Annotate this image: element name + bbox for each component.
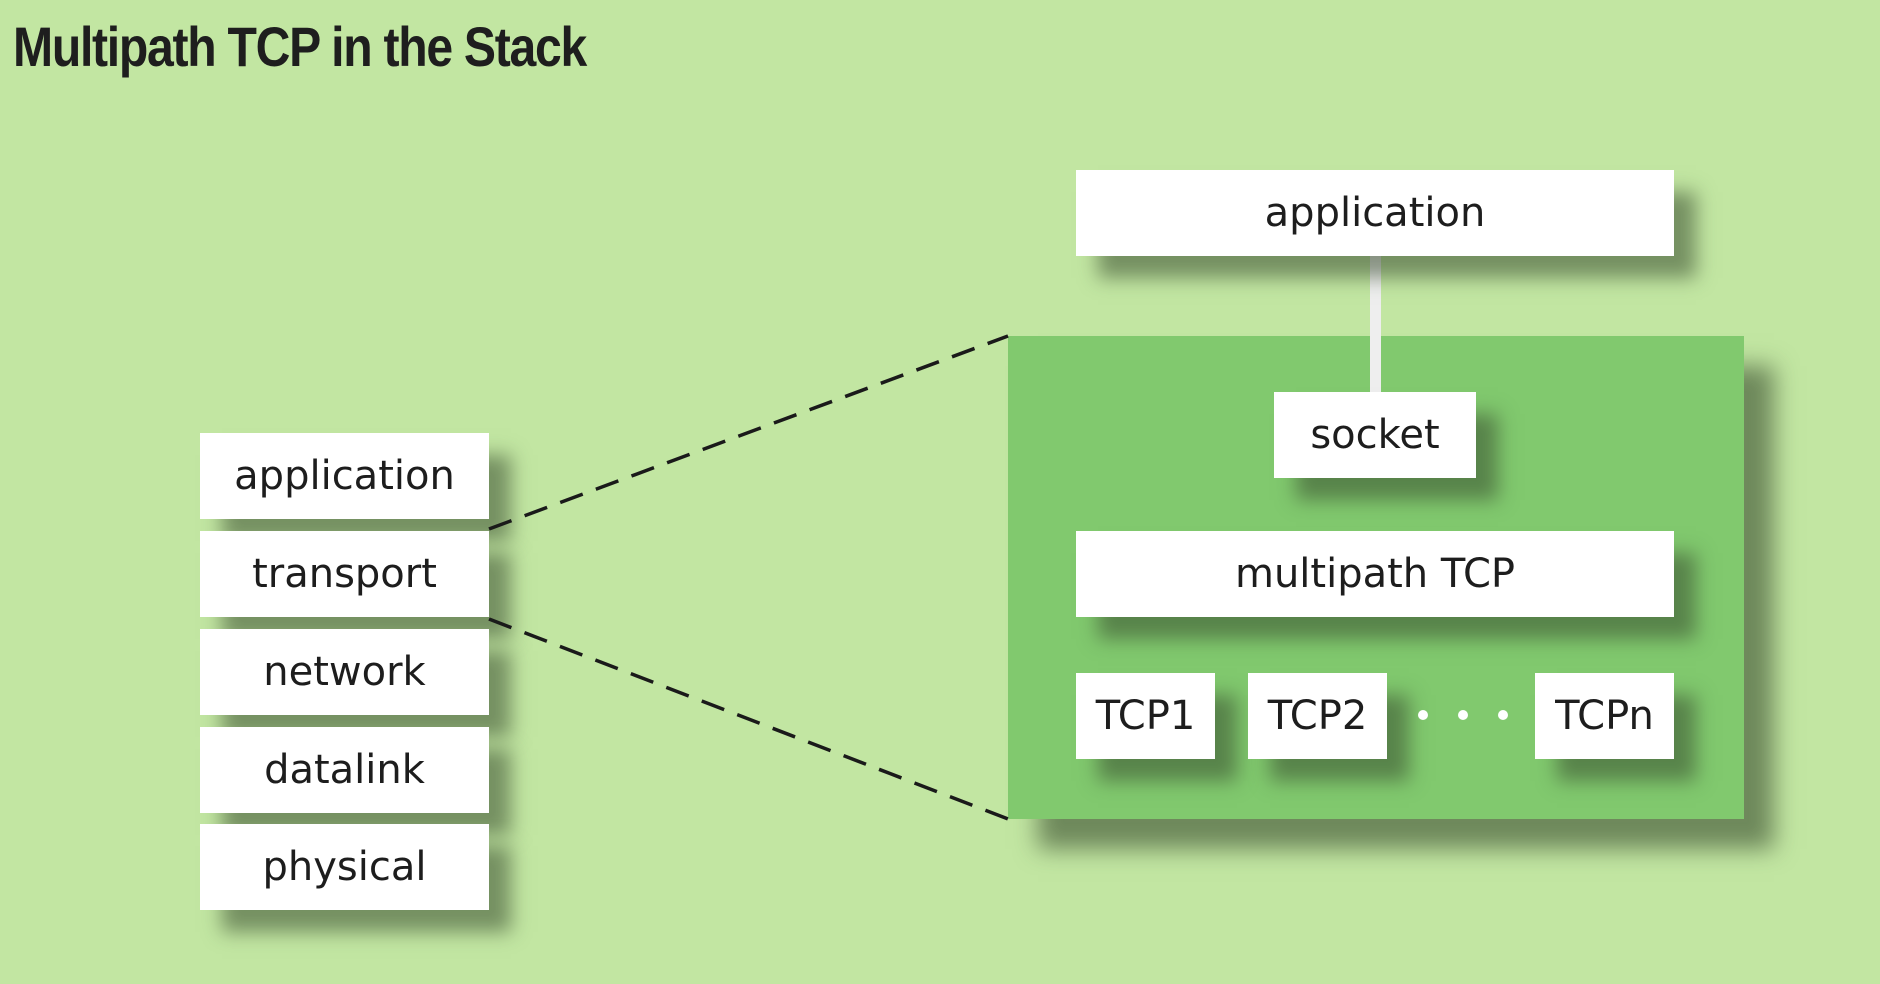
ellipsis-dot — [1498, 710, 1508, 720]
diagram-title: Multipath TCP in the Stack — [13, 15, 587, 78]
subflow-tcp2-box: TCP2 — [1248, 673, 1387, 759]
zoom-line-bottom — [488, 617, 1009, 821]
subflow-tcpn-box: TCPn — [1535, 673, 1674, 759]
ellipsis-dot — [1458, 710, 1468, 720]
ellipsis-dots — [1418, 705, 1508, 725]
stack-layer-physical: physical — [200, 824, 489, 910]
multipath-tcp-box: multipath TCP — [1076, 531, 1674, 617]
socket-box: socket — [1274, 392, 1476, 478]
stack-layer-application: application — [200, 433, 489, 519]
app-socket-connector — [1370, 256, 1381, 392]
subflow-tcp1-box: TCP1 — [1076, 673, 1215, 759]
stack-layer-transport: transport — [200, 531, 489, 617]
detail-application-box: application — [1076, 170, 1674, 256]
stack-layer-network: network — [200, 629, 489, 715]
ellipsis-dot — [1418, 710, 1428, 720]
stack-layer-datalink: datalink — [200, 727, 489, 813]
zoom-line-top — [488, 334, 1009, 531]
